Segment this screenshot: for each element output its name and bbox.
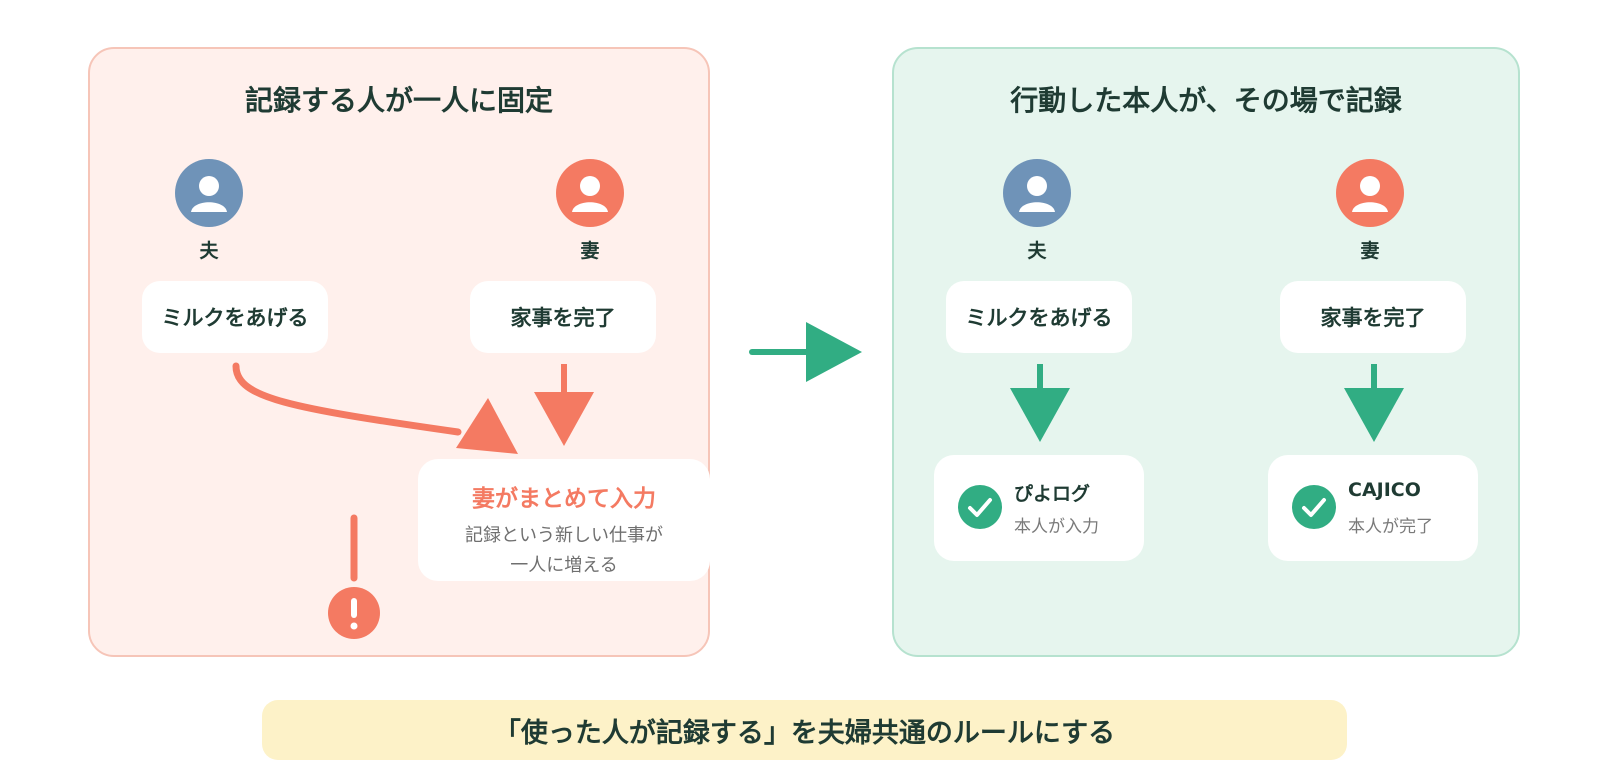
husband-curve-arrowhead <box>456 398 518 454</box>
cajico-sub: 本人が完了 <box>1348 517 1433 537</box>
before-wife-task: 家事を完了 <box>470 281 656 353</box>
merge-desc-line2: 一人に増える <box>510 555 618 576</box>
transition-arrowhead <box>806 322 862 382</box>
piyolog-sub: 本人が入力 <box>1014 517 1099 537</box>
after-husband-avatar <box>1003 159 1071 227</box>
before-wife-label: 妻 <box>580 240 600 262</box>
piyolog-card: ぴよログ 本人が入力 <box>934 455 1144 561</box>
after-title: 行動した本人が、その場で記録 <box>1010 84 1402 117</box>
wife-down-arrowhead <box>534 392 594 446</box>
cajico-name: CAJICO <box>1348 479 1421 501</box>
husband-avatar <box>175 159 243 227</box>
person-icon <box>1352 176 1388 212</box>
cajico-card: CAJICO 本人が完了 <box>1268 455 1478 561</box>
husband-curve-arrow <box>232 362 462 436</box>
after-husband-label: 夫 <box>1027 240 1047 262</box>
exclamation-icon <box>328 587 380 639</box>
check-icon <box>1292 485 1336 529</box>
before-title: 記録する人が一人に固定 <box>244 84 553 117</box>
person-icon <box>1019 176 1055 212</box>
before-husband-label: 夫 <box>199 240 219 262</box>
after-wife-arrowhead <box>1344 388 1404 442</box>
check-icon <box>958 485 1002 529</box>
merge-card: 妻がまとめて入力 記録という新しい仕事が 一人に増える <box>418 459 710 581</box>
after-wife-avatar <box>1336 159 1404 227</box>
after-husband-arrowhead <box>1010 388 1070 442</box>
wife-avatar <box>556 159 624 227</box>
merge-desc-line1: 記録という新しい仕事が <box>465 525 663 546</box>
piyolog-name: ぴよログ <box>1014 483 1091 505</box>
merge-title: 妻がまとめて入力 <box>472 486 656 512</box>
person-icon <box>191 176 227 212</box>
after-husband-task: ミルクをあげる <box>946 281 1132 353</box>
after-wife-label: 妻 <box>1360 240 1380 262</box>
person-icon <box>572 176 608 212</box>
rule-banner: 「使った人が記録する」を夫婦共通のルールにする <box>262 700 1347 760</box>
after-wife-task: 家事を完了 <box>1280 281 1466 353</box>
before-husband-task: ミルクをあげる <box>142 281 328 353</box>
